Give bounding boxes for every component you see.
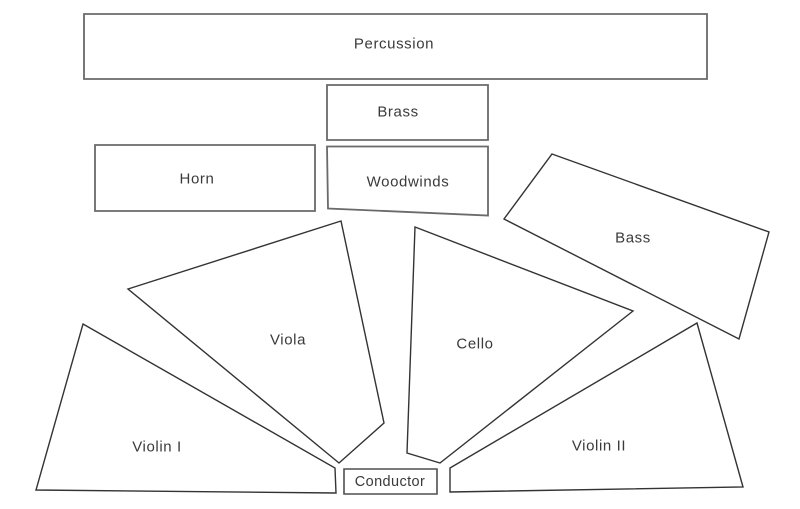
conductor-shape [343, 468, 438, 495]
horn-shape [94, 144, 316, 212]
bass-shape [502, 153, 770, 341]
woodwinds-label: Woodwinds [367, 174, 450, 191]
woodwinds-shape [326, 145, 489, 217]
horn-label: Horn [180, 171, 215, 188]
viola-label: Viola [270, 332, 306, 349]
violin-2-label: Violin II [572, 438, 626, 455]
brass-shape [326, 84, 489, 141]
percussion-shape [83, 13, 708, 80]
viola-shape [126, 220, 385, 464]
bass-label: Bass [615, 230, 651, 247]
percussion-label: Percussion [354, 36, 434, 53]
violin-1-label: Violin I [132, 439, 182, 456]
violin-2-shape [449, 321, 744, 493]
brass-label: Brass [377, 104, 418, 121]
cello-label: Cello [456, 336, 493, 353]
conductor-label: Conductor [355, 474, 426, 490]
violin-1-shape [35, 322, 337, 494]
cello-shape [406, 225, 635, 464]
